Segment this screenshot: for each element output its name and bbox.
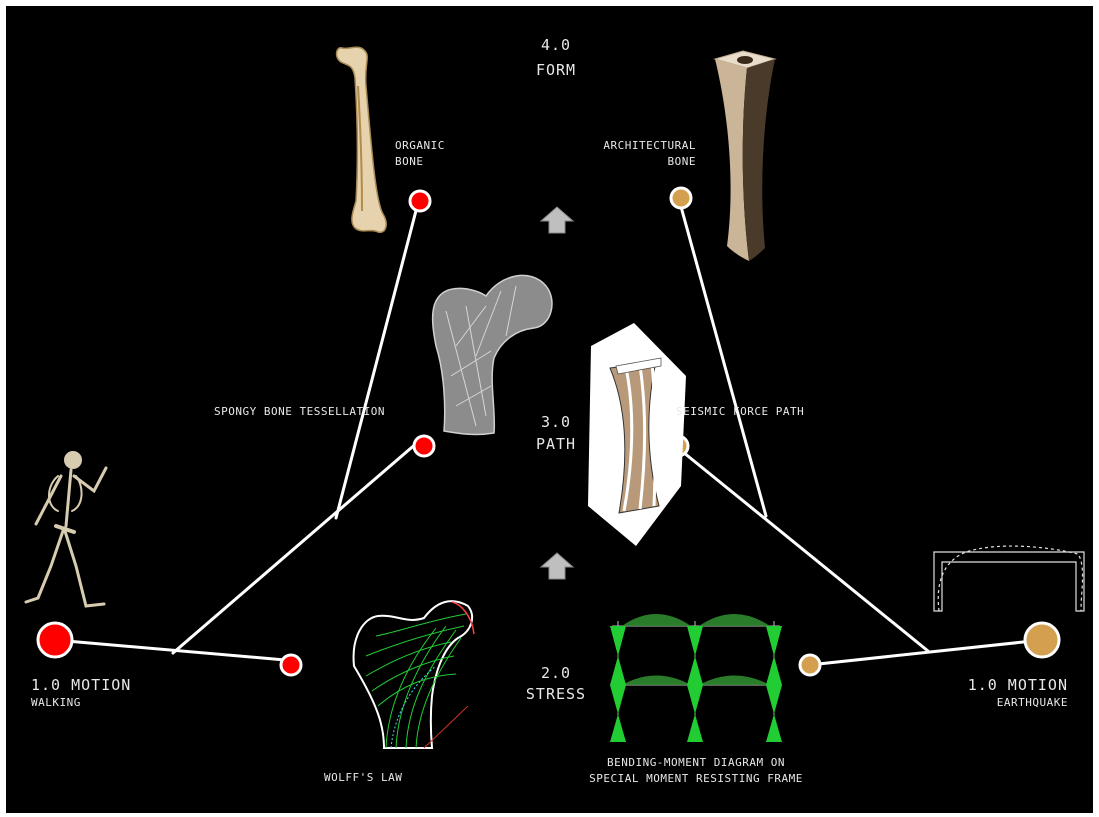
stage-path-name: PATH: [526, 435, 586, 453]
stage-form-name: FORM: [526, 61, 586, 79]
organic-bone-label-2: BONE: [395, 155, 424, 168]
bending-moment-frame: [610, 614, 782, 742]
frame-deflection-icon: [934, 546, 1084, 611]
node-organic: [410, 191, 430, 211]
node-earthquake: [1025, 623, 1059, 657]
node-bending: [800, 655, 820, 675]
seismic-path-label: SEISMIC FORCE PATH: [676, 405, 804, 418]
organic-bone-label-1: ORGANIC: [395, 139, 445, 152]
spongy-bone-label: SPONGY BONE TESSELLATION: [214, 405, 385, 418]
node-arch: [671, 188, 691, 208]
right-motion-subtitle: EARTHQUAKE: [906, 696, 1068, 709]
bending-label-1: BENDING-MOMENT DIAGRAM ON: [566, 756, 826, 769]
line-quake-bending: [809, 640, 1042, 665]
left-motion-subtitle: WALKING: [31, 696, 81, 709]
node-wolff: [281, 655, 301, 675]
architectural-bone-icon: [715, 51, 775, 261]
diagram-canvas: 4.0 FORM 3.0 PATH 2.0 STRESS 1.0 MOTION …: [6, 6, 1093, 813]
line-walking-wolff: [55, 640, 285, 660]
arrow-up-icon: [541, 553, 573, 579]
seismic-tower-image: [588, 323, 686, 546]
wolff-diagram: [354, 601, 474, 748]
node-walking: [38, 623, 72, 657]
arrow-up-icon: [541, 207, 573, 233]
stage-stress-number: 2.0: [516, 664, 596, 682]
arch-bone-label-1: ARCHITECTURAL: [566, 139, 696, 152]
skeleton-icon: [26, 451, 106, 606]
left-motion-title: 1.0 MOTION: [31, 676, 131, 694]
bending-label-2: SPECIAL MOMENT RESISTING FRAME: [566, 772, 826, 785]
femur-icon: [337, 47, 387, 232]
line-walking-organic: [336, 203, 418, 518]
node-spongy: [414, 436, 434, 456]
stage-stress-name: STRESS: [516, 685, 596, 703]
stage-path-number: 3.0: [526, 413, 586, 431]
wolff-law-label: WOLFF'S LAW: [324, 771, 402, 784]
stage-form-number: 4.0: [526, 36, 586, 54]
right-motion-title: 1.0 MOTION: [906, 676, 1068, 694]
arch-bone-label-2: BONE: [566, 155, 696, 168]
spongy-bone-image: [433, 275, 552, 434]
